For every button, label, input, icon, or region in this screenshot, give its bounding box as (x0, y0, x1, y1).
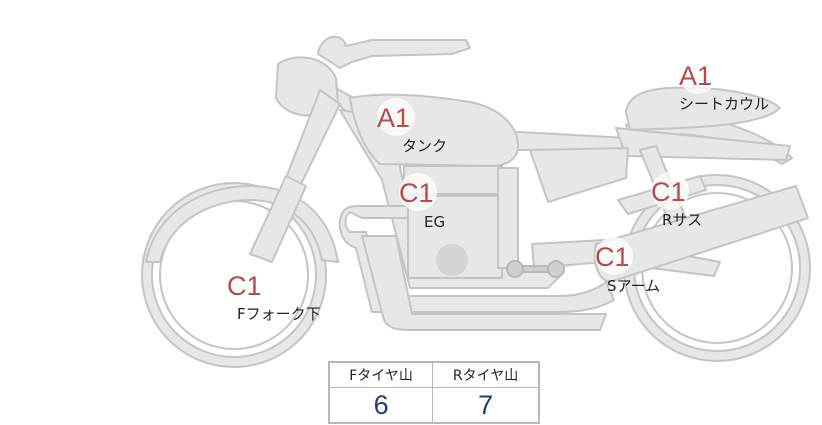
label-engine: C1 EG (399, 173, 445, 231)
part-rear-suspension: Rサス (662, 211, 702, 229)
label-tank: A1 タンク (377, 98, 447, 155)
side-cover (529, 147, 629, 203)
part-swing-arm: Sアーム (607, 277, 660, 295)
grade-seat-cowl: A1 (679, 61, 712, 91)
part-engine: EG (424, 213, 445, 231)
grade-rear-suspension: C1 (651, 177, 686, 207)
part-front-fork: Fフォーク下 (237, 305, 321, 323)
label-seat-cowl: A1 シートカウル (679, 56, 769, 113)
rear-tire-header: Rタイヤ山 (432, 362, 539, 388)
tire-table-header-row: Fタイヤ山 Rタイヤ山 (329, 362, 539, 388)
label-rear-suspension: C1 Rサス (651, 172, 702, 229)
label-front-fork: C1 Fフォーク下 (227, 266, 321, 323)
tank (349, 93, 519, 167)
brake-link (506, 260, 565, 278)
muffler (593, 185, 809, 283)
exhaust-pipe-upper (338, 205, 615, 313)
seat-cowl (625, 86, 781, 131)
rear-tire-value: 7 (432, 387, 539, 423)
grade-engine: C1 (399, 178, 434, 208)
tire-tread-table: Fタイヤ山 Rタイヤ山 6 7 (328, 361, 540, 424)
label-swing-arm: C1 Sアーム (595, 237, 660, 295)
grade-front-fork: C1 (227, 271, 262, 301)
grade-swing-arm: C1 (595, 242, 630, 272)
part-seat-cowl: シートカウル (679, 95, 769, 113)
part-tank: タンク (402, 137, 447, 155)
front-tire-value: 6 (373, 389, 389, 420)
tire-table-value-row: 6 7 (329, 387, 539, 423)
exhaust-pipe-lower (361, 235, 607, 331)
front-tire-header: Fタイヤ山 (329, 362, 433, 388)
grade-tank: A1 (377, 103, 410, 133)
handlebar (317, 35, 471, 69)
